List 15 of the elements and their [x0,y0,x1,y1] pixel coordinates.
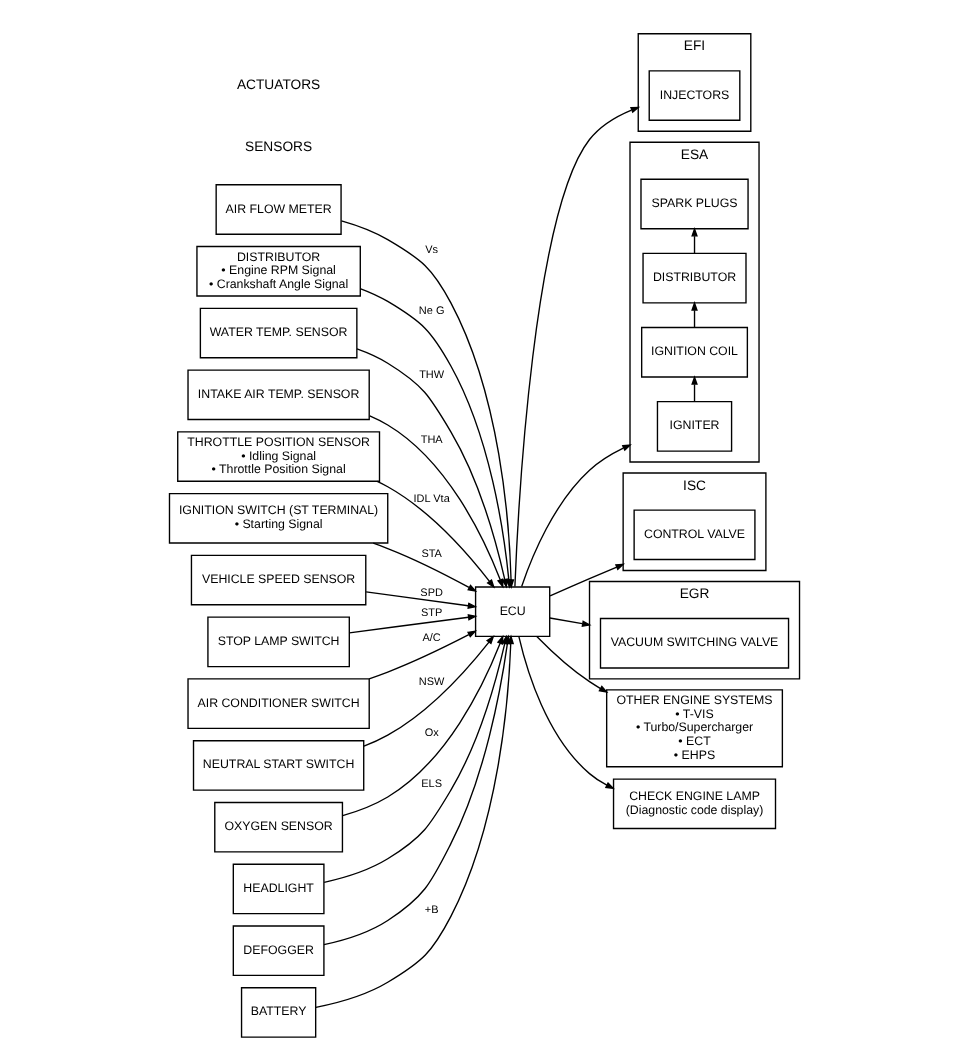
arrow [371,542,477,592]
arrow [513,106,640,588]
arrow [364,591,477,610]
arrow [535,635,608,694]
arrow [368,415,503,589]
arrow [517,635,614,790]
arrow [341,634,503,817]
arrow [367,630,477,680]
arrow [347,614,477,634]
arrow [355,348,507,589]
arrow [362,634,494,747]
arrow [548,563,625,597]
arrow [375,480,494,589]
arrow [520,444,631,588]
arrow [548,617,591,627]
